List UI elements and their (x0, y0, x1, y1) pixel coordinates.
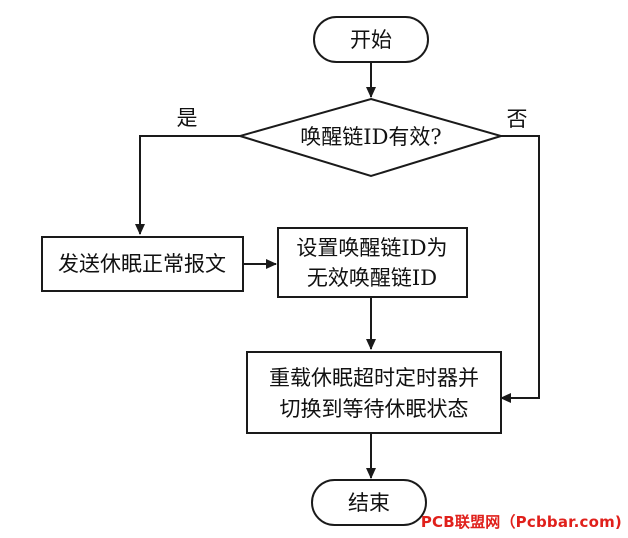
decision-node: 唤醒链ID有效? (236, 97, 505, 178)
edge-decision-no-to-reload-timer (500, 135, 540, 403)
watermark-text: PCB联盟网（Pcbbar.com) (420, 513, 622, 531)
send-report-process-shape (41, 236, 244, 292)
send-report-node: 发送休眠正常报文 (41, 236, 244, 292)
start-node: 开始 (313, 16, 429, 63)
decision-diamond-shape (236, 97, 505, 178)
edge-decision-yes-to-send-report (135, 135, 240, 235)
send-report-label: 发送休眠正常报文 (58, 252, 226, 276)
set-invalid-process-shape (277, 227, 468, 298)
yes-branch-label: 是 (177, 106, 198, 130)
end-label: 结束 (348, 491, 390, 515)
end-terminal-shape (311, 479, 427, 526)
set-invalid-label-line-1: 设置唤醒链ID为 (296, 236, 447, 260)
start-label: 开始 (350, 28, 392, 52)
reload-timer-process-shape (246, 351, 502, 434)
reload-timer-node: 重载休眠超时定时器并 切换到等待休眠状态 (246, 351, 502, 434)
set-invalid-label-line-2: 无效唤醒链ID (307, 266, 437, 290)
reload-timer-label-line-2: 切换到等待休眠状态 (280, 397, 469, 421)
end-node: 结束 (311, 479, 427, 526)
no-branch-label: 否 (507, 107, 528, 131)
start-terminal-shape (313, 16, 429, 63)
reload-timer-label-line-1: 重载休眠超时定时器并 (269, 366, 479, 390)
set-invalid-node: 设置唤醒链ID为 无效唤醒链ID (277, 227, 468, 298)
decision-label: 唤醒链ID有效? (300, 125, 441, 149)
edges (135, 63, 540, 479)
